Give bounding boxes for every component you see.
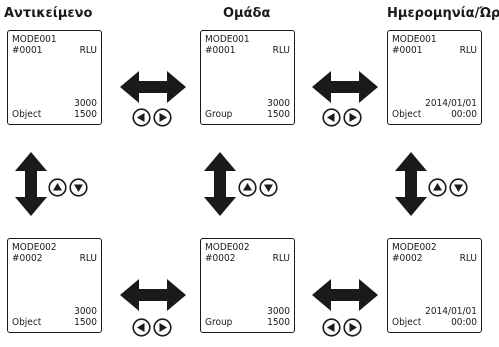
screen-label: Object (12, 317, 42, 328)
screen-id: #0002 (392, 253, 423, 264)
screen-value-bottom: 00:00 (451, 109, 477, 120)
screen-value-bottom: 1500 (74, 109, 97, 120)
screen-label: Group (205, 317, 233, 328)
screen-unit: RLU (459, 45, 477, 56)
screen-id: #0002 (205, 253, 236, 264)
screen-label: Object (12, 109, 42, 120)
column-title-datetime: Ημερομηνία/Ώρα (387, 6, 499, 21)
screen-mode: MODE002 (392, 242, 437, 253)
screen-mode: MODE002 (205, 242, 250, 253)
double-arrow-left-right-icon (120, 279, 186, 311)
screen-value-bottom: 1500 (267, 317, 290, 328)
screen-id: #0001 (205, 45, 236, 56)
screen-value-top: 3000 (267, 98, 290, 109)
left-right-buttons-icon (322, 108, 362, 127)
screen-unit: RLU (272, 45, 290, 56)
double-arrow-up-down-icon (395, 152, 427, 216)
column-title-object: Αντικείμενο (4, 6, 93, 21)
screen-value-bottom: 00:00 (451, 317, 477, 328)
screen-mode002-object: MODE002 #0002 RLU 3000 Object 1500 (7, 238, 102, 333)
screen-mode001-group: MODE001 #0001 RLU 3000 Group 1500 (200, 30, 295, 125)
screen-mode: MODE002 (12, 242, 57, 253)
screen-unit: RLU (272, 253, 290, 264)
double-arrow-left-right-icon (312, 71, 378, 103)
left-right-buttons-icon (132, 108, 172, 127)
screen-id: #0001 (12, 45, 43, 56)
screen-mode002-datetime: MODE002 #0002 RLU 2014/01/01 Object 00:0… (387, 238, 482, 333)
double-arrow-up-down-icon (15, 152, 47, 216)
screen-mode001-object: MODE001 #0001 RLU 3000 Object 1500 (7, 30, 102, 125)
screen-unit: RLU (459, 253, 477, 264)
screen-value-top: 2014/01/01 (425, 306, 477, 317)
screen-id: #0001 (392, 45, 423, 56)
screen-label: Group (205, 109, 233, 120)
screen-value-bottom: 1500 (74, 317, 97, 328)
screen-value-top: 3000 (74, 98, 97, 109)
up-down-buttons-icon (238, 178, 278, 197)
screen-mode: MODE001 (392, 34, 437, 45)
screen-unit: RLU (79, 253, 97, 264)
screen-mode: MODE001 (12, 34, 57, 45)
screen-id: #0002 (12, 253, 43, 264)
screen-value-bottom: 1500 (267, 109, 290, 120)
double-arrow-up-down-icon (204, 152, 236, 216)
up-down-buttons-icon (428, 178, 468, 197)
screen-label: Object (392, 317, 422, 328)
screen-value-top: 2014/01/01 (425, 98, 477, 109)
screen-mode002-group: MODE002 #0002 RLU 3000 Group 1500 (200, 238, 295, 333)
screen-label: Object (392, 109, 422, 120)
column-title-group: Ομάδα (223, 6, 271, 21)
left-right-buttons-icon (132, 318, 172, 337)
screen-value-top: 3000 (267, 306, 290, 317)
screen-mode001-datetime: MODE001 #0001 RLU 2014/01/01 Object 00:0… (387, 30, 482, 125)
double-arrow-left-right-icon (120, 71, 186, 103)
double-arrow-left-right-icon (312, 279, 378, 311)
screen-value-top: 3000 (74, 306, 97, 317)
screen-unit: RLU (79, 45, 97, 56)
screen-mode: MODE001 (205, 34, 250, 45)
up-down-buttons-icon (48, 178, 88, 197)
left-right-buttons-icon (322, 318, 362, 337)
